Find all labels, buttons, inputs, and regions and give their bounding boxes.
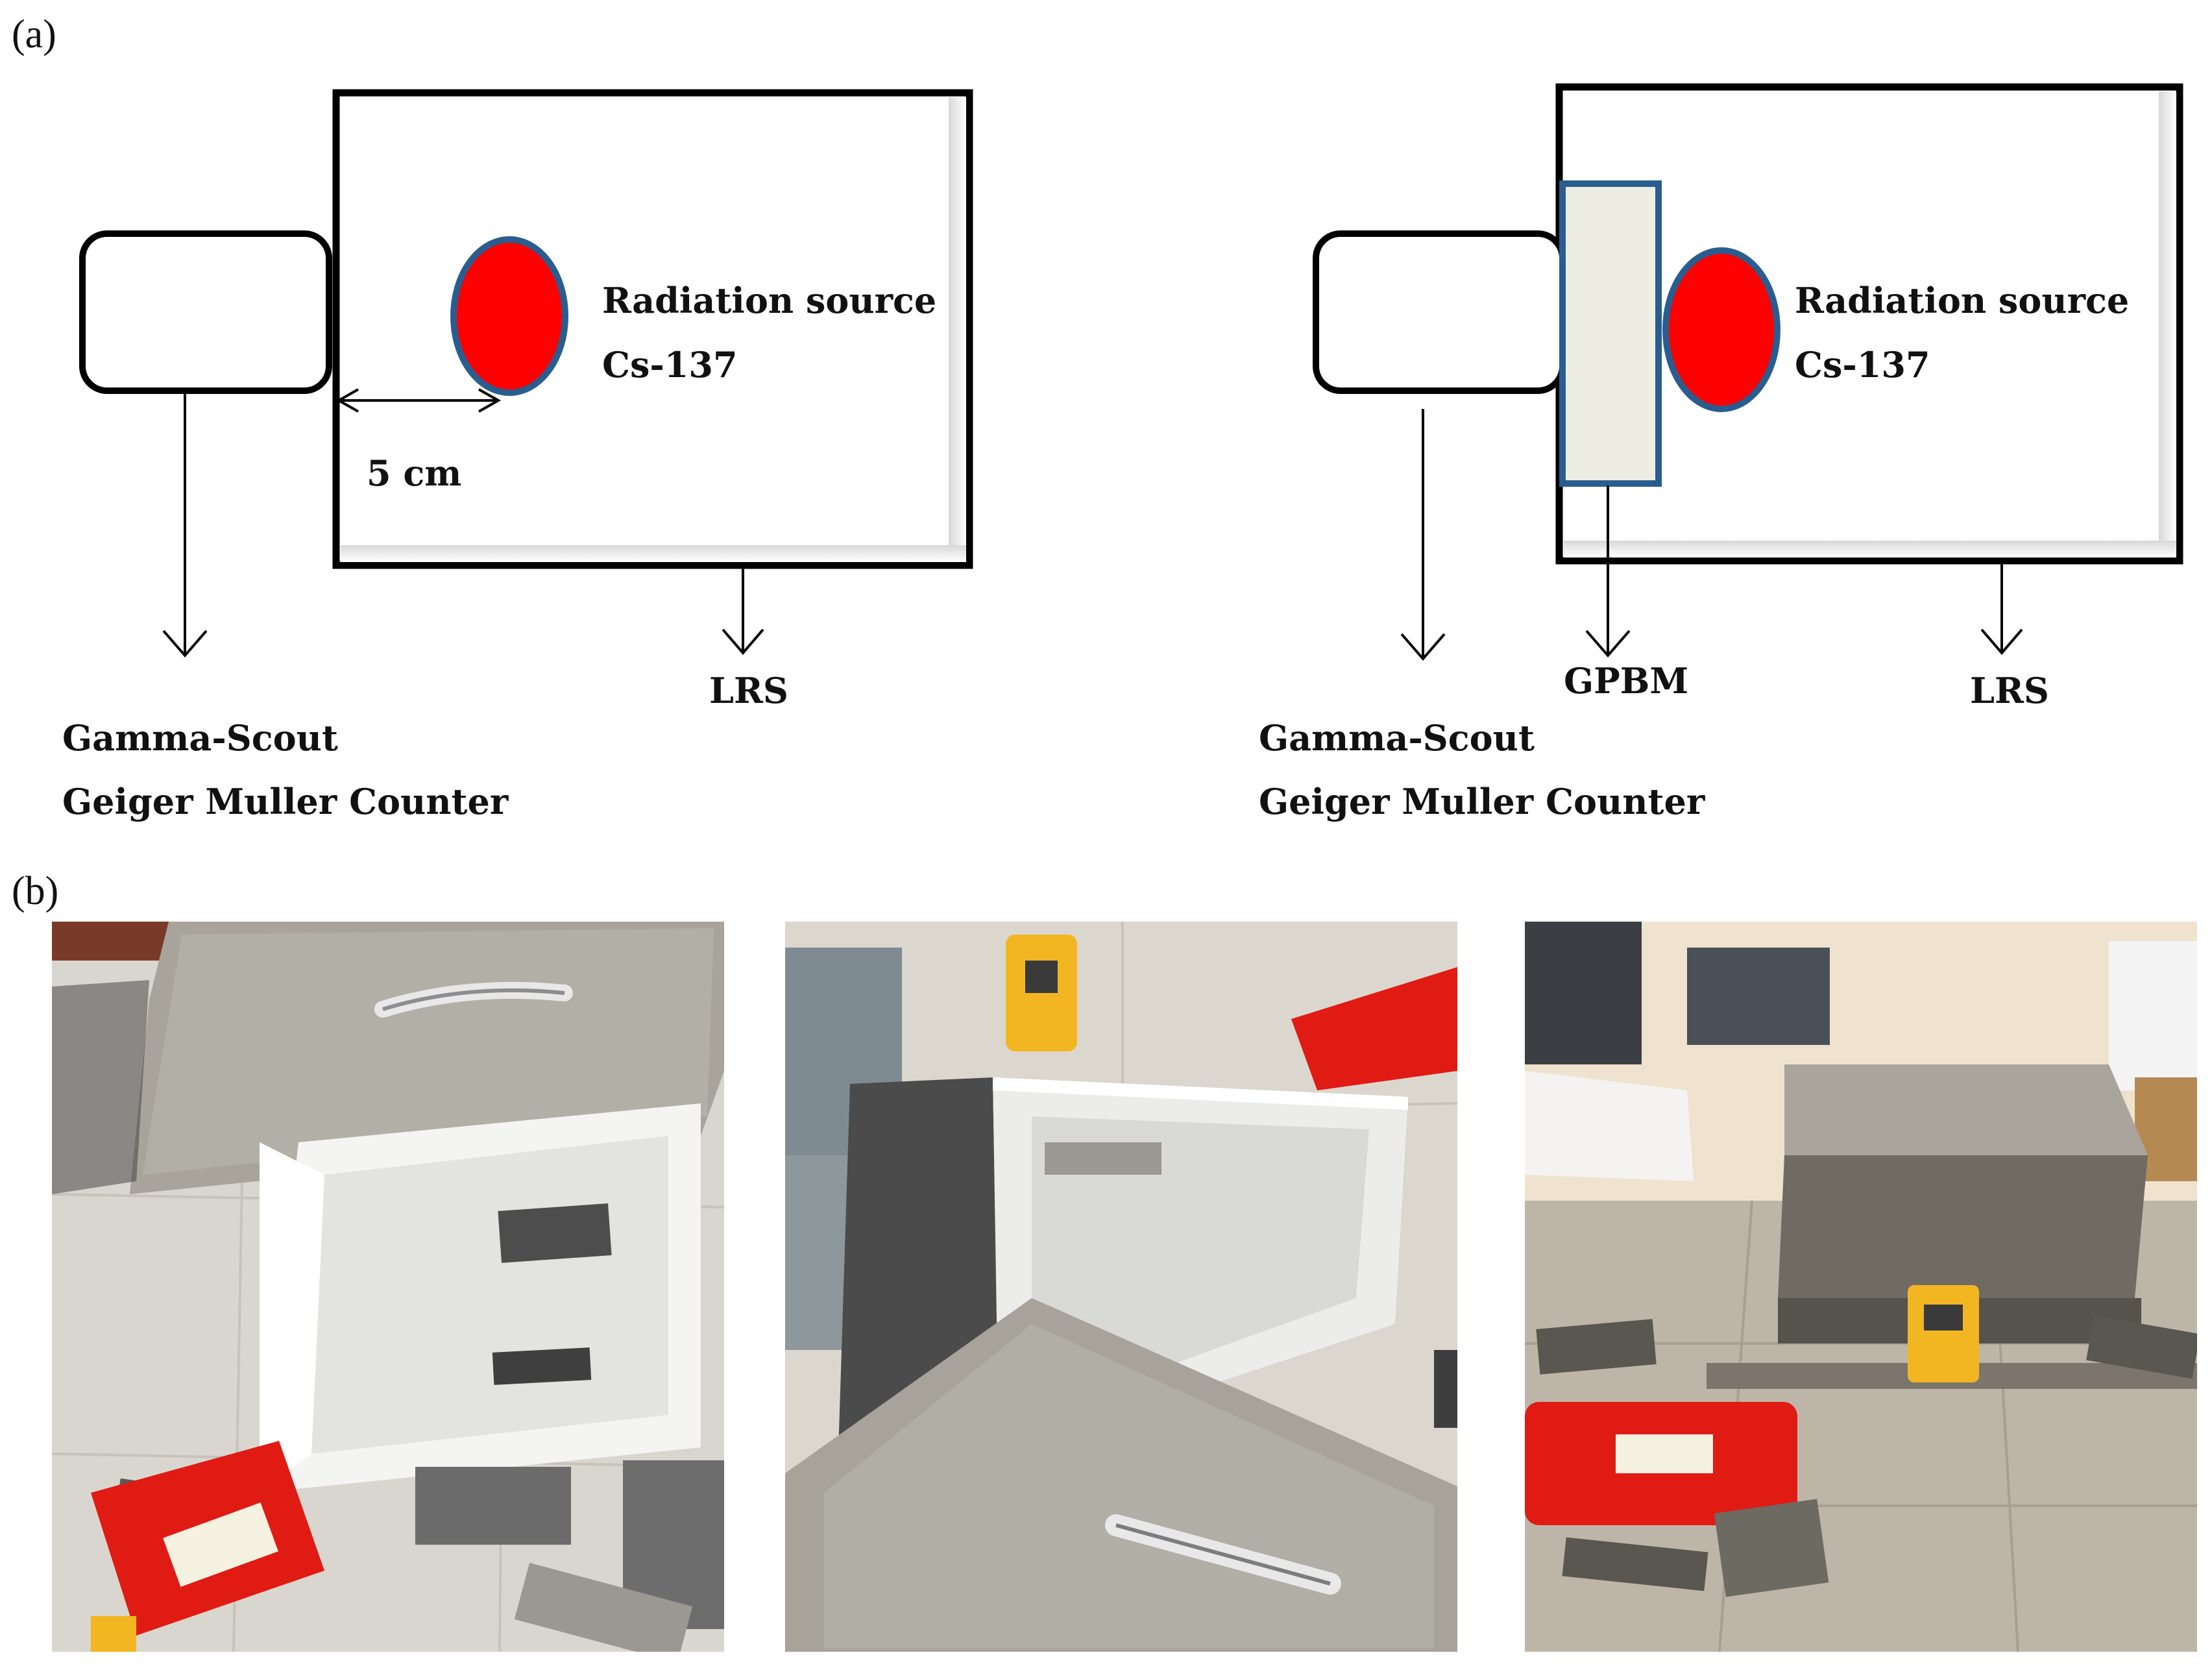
lrs-pointer-left (722, 567, 764, 656)
panel-a-label: (a) (12, 12, 56, 56)
photo-box-interior (785, 922, 1457, 1652)
counter-label-left-line1: Gamma-Scout (62, 717, 338, 759)
lrs-box-left (332, 89, 973, 569)
photo-closed-box-with-counter (1525, 922, 2197, 1652)
counter-label-left-line2: Geiger Muller Counter (62, 781, 509, 822)
gpbm-label: GPBM (1564, 660, 1689, 702)
gpbm-plate (1559, 180, 1662, 487)
lrs-pointer-right (1980, 563, 2023, 656)
counter-label-right-line2: Geiger Muller Counter (1259, 781, 1705, 822)
distance-arrow (335, 388, 502, 413)
source-label-left-line1: Radiation source (602, 280, 937, 321)
counter-pointer-right (1400, 409, 1446, 661)
radiation-source-left (450, 236, 568, 396)
diagram-svg (79, 83, 2183, 661)
gpbm-pointer (1585, 485, 1631, 658)
counter-pointer-left (162, 393, 208, 658)
counter-label-right-line1: Gamma-Scout (1259, 717, 1535, 759)
source-label-right-line2: Cs-137 (1795, 344, 1930, 386)
geiger-counter-left (79, 230, 332, 394)
source-label-left-line2: Cs-137 (602, 344, 738, 386)
photo-open-lead-box (52, 922, 724, 1652)
lrs-label-left: LRS (709, 670, 788, 711)
panel-b-label: (b) (12, 869, 59, 913)
source-label-right-line1: Radiation source (1795, 280, 2130, 321)
radiation-source-right (1662, 247, 1781, 412)
distance-label: 5 cm (367, 452, 462, 494)
geiger-counter-right (1313, 230, 1566, 394)
lrs-label-right: LRS (1970, 670, 2049, 711)
